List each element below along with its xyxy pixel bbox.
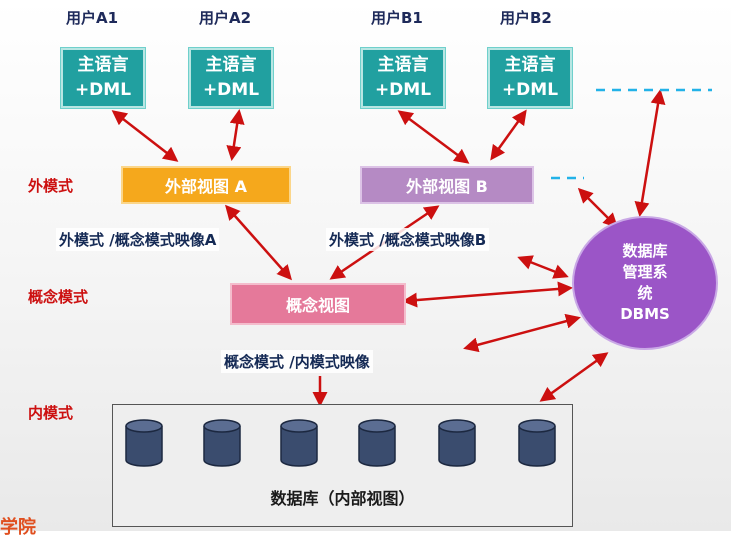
- user-b1-label: 用户B1: [371, 9, 423, 27]
- database-cylinder-icon: [518, 419, 556, 467]
- host-language-line2: +DML: [374, 80, 432, 100]
- user-a2-label: 用户A2: [199, 9, 252, 27]
- arrow-mapping-b-dbms: [517, 255, 569, 279]
- host-language-line2: +DML: [202, 80, 260, 100]
- arrow-host-b1-view-b: [397, 110, 470, 164]
- host-language-line1: 主语言: [77, 55, 129, 75]
- arrow-conceptual-dbms: [402, 281, 573, 308]
- database-cylinder-icon: [203, 419, 241, 467]
- dbms-line2: 管理系: [622, 263, 668, 281]
- conceptual-schema-label: 概念模式: [28, 288, 89, 306]
- host-language-box-b1: 主语言 +DML: [360, 47, 446, 109]
- arrow-host-b2-view-b: [490, 109, 527, 161]
- dbms-circle: 数据库 管理系 统 DBMS: [572, 216, 718, 350]
- internal-schema-label: 内模式: [28, 404, 74, 422]
- arrow-mapping-dbms: [463, 313, 581, 353]
- mapping-conceptual-internal: 概念模式 /内模式映像: [221, 350, 373, 373]
- external-view-a: 外部视图 A: [121, 166, 291, 204]
- database-caption: 数据库（内部视图）: [270, 489, 415, 508]
- user-b2-label: 用户B2: [500, 9, 552, 27]
- database-panel: 数据库（内部视图）: [112, 404, 573, 527]
- dbms-line4: DBMS: [620, 305, 670, 323]
- external-schema-label: 外模式: [28, 177, 74, 195]
- mapping-external-conceptual-b: 外模式 /概念模式映像B: [326, 228, 490, 251]
- arrow-view-a-conceptual: [225, 204, 292, 281]
- dbms-line1: 数据库: [622, 242, 668, 260]
- database-cylinder-icon: [280, 419, 318, 467]
- host-language-box-b2: 主语言 +DML: [487, 47, 573, 109]
- arrow-host-a2-view-a: [226, 109, 245, 161]
- database-cylinder-icon: [125, 419, 163, 467]
- host-language-line1: 主语言: [377, 55, 429, 75]
- host-language-box-a1: 主语言 +DML: [60, 47, 146, 109]
- database-cylinder-icon: [358, 419, 396, 467]
- watermark-logo: 学院: [0, 517, 36, 538]
- host-language-box-a2: 主语言 +DML: [188, 47, 274, 109]
- mapping-external-conceptual-a: 外模式 /概念模式映像A: [56, 228, 220, 251]
- conceptual-view: 概念视图: [230, 283, 406, 325]
- external-view-b: 外部视图 B: [360, 166, 534, 204]
- database-cylinder-icon: [438, 419, 476, 467]
- dbms-line3: 统: [637, 284, 653, 302]
- host-language-line2: +DML: [74, 80, 132, 100]
- host-language-line1: 主语言: [205, 55, 257, 75]
- host-language-line1: 主语言: [504, 55, 556, 75]
- arrow-view-b-dbms: [577, 187, 619, 229]
- user-a1-label: 用户A1: [66, 9, 119, 27]
- arrow-top-dbms: [634, 89, 666, 217]
- arrow-database-dbms: [539, 352, 609, 402]
- arrow-host-a1-view-a: [111, 110, 179, 162]
- host-language-line2: +DML: [501, 80, 559, 100]
